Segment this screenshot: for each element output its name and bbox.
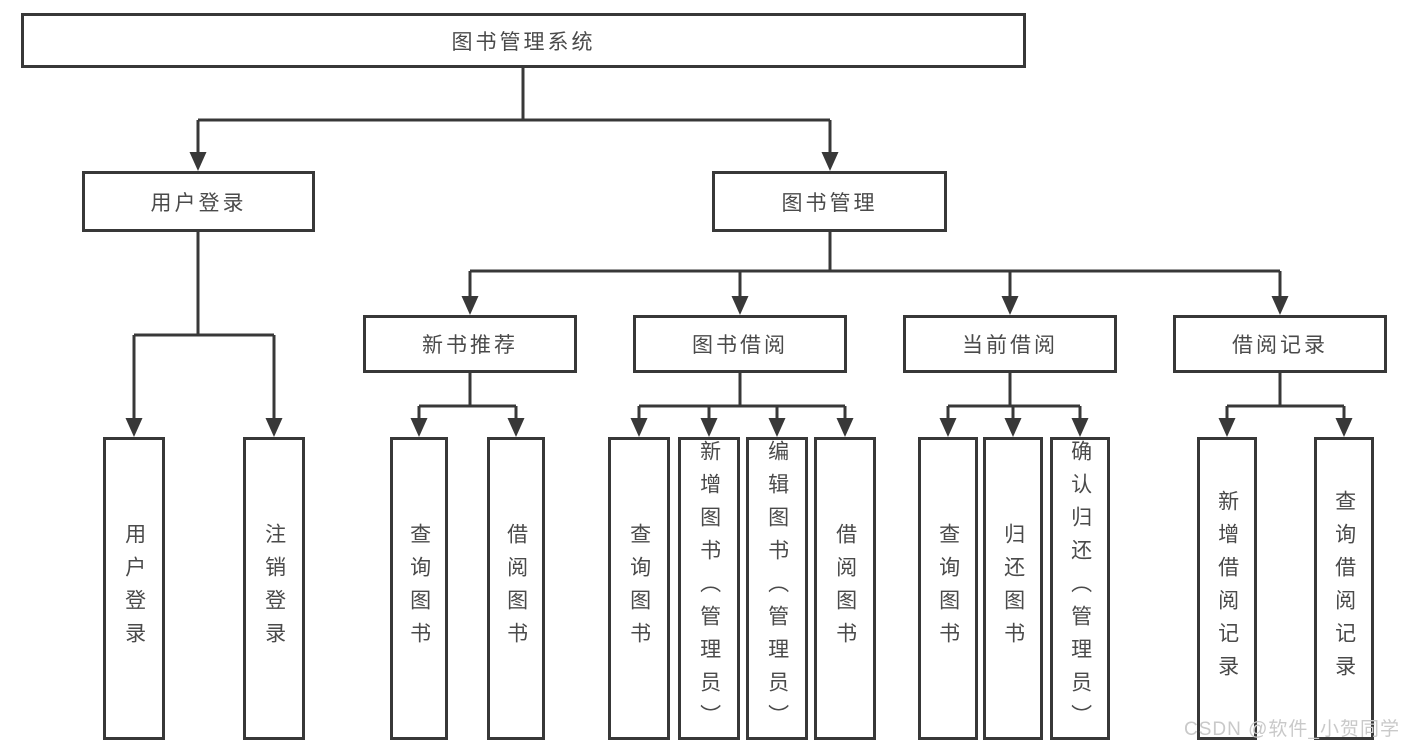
node-new-book-recommendation: 新书推荐 — [363, 315, 577, 373]
arrow-icon — [768, 418, 786, 437]
arrow-icon — [939, 418, 957, 437]
leaf-logout: 注销登录 — [243, 437, 305, 740]
arrow-icon — [630, 418, 648, 437]
leaf-query-books-current: 查询图书 — [918, 437, 978, 740]
arrow-icon — [189, 152, 207, 171]
leaf-add-books-admin-label: 新增图书（管理员） — [697, 440, 721, 737]
node-current-borrowing: 当前借阅 — [903, 315, 1117, 373]
watermark: CSDN @软件_小贺同学 — [1184, 719, 1400, 740]
node-borrowing-records: 借阅记录 — [1173, 315, 1387, 373]
leaf-borrow-books: 借阅图书 — [814, 437, 876, 740]
leaf-borrow-books-label: 借阅图书 — [833, 522, 857, 655]
node-current-borrowing-label: 当前借阅 — [962, 334, 1058, 357]
arrow-icon — [1271, 296, 1289, 315]
connector-book-management — [468, 232, 1282, 300]
leaf-user-login-label: 用户登录 — [122, 522, 146, 655]
leaf-add-borrow-record: 新增借阅记录 — [1197, 437, 1257, 740]
arrow-icon — [410, 418, 428, 437]
arrow-icon — [1071, 418, 1089, 437]
connector-book-borrowing — [637, 373, 847, 422]
arrow-icon — [1335, 418, 1353, 437]
arrow-icon — [836, 418, 854, 437]
leaf-borrow-books-recommend-label: 借阅图书 — [504, 522, 528, 655]
leaf-query-books-recommend-label: 查询图书 — [407, 522, 431, 655]
leaf-query-books-recommend: 查询图书 — [390, 437, 448, 740]
leaf-query-borrow-record: 查询借阅记录 — [1314, 437, 1374, 740]
node-new-book-recommendation-label: 新书推荐 — [422, 334, 518, 357]
node-borrowing-records-label: 借阅记录 — [1232, 334, 1328, 357]
node-book-borrowing: 图书借阅 — [633, 315, 847, 373]
node-library-system-label: 图书管理系统 — [451, 30, 596, 54]
arrow-icon — [461, 296, 479, 315]
leaf-query-borrow-record-label: 查询借阅记录 — [1332, 489, 1356, 688]
leaf-confirm-return-admin-label: 确认归还（管理员） — [1068, 440, 1092, 737]
leaf-return-books: 归还图书 — [983, 437, 1043, 740]
leaf-query-books-current-label: 查询图书 — [936, 522, 960, 655]
leaf-user-login: 用户登录 — [103, 437, 165, 740]
leaf-add-books-admin: 新增图书（管理员） — [678, 437, 740, 740]
connector-user-login — [132, 232, 276, 422]
node-user-login-label: 用户登录 — [150, 191, 247, 215]
leaf-confirm-return-admin: 确认归还（管理员） — [1050, 437, 1110, 740]
arrow-icon — [700, 418, 718, 437]
node-user-login: 用户登录 — [82, 171, 315, 232]
connector-current-borrowing — [946, 373, 1082, 422]
arrow-icon — [265, 418, 283, 437]
leaf-edit-books-admin-label: 编辑图书（管理员） — [765, 440, 789, 737]
leaf-query-books-borrowing-label: 查询图书 — [627, 522, 651, 655]
node-library-system: 图书管理系统 — [21, 13, 1026, 68]
leaf-query-books-borrowing: 查询图书 — [608, 437, 670, 740]
connector-new-book — [417, 373, 518, 422]
node-book-borrowing-label: 图书借阅 — [692, 334, 788, 357]
arrow-icon — [1001, 296, 1019, 315]
leaf-add-borrow-record-label: 新增借阅记录 — [1215, 489, 1239, 688]
connector-root — [196, 68, 832, 156]
leaf-borrow-books-recommend: 借阅图书 — [487, 437, 545, 740]
arrow-icon — [1218, 418, 1236, 437]
arrow-icon — [821, 152, 839, 171]
node-book-management: 图书管理 — [712, 171, 947, 232]
arrow-icon — [731, 296, 749, 315]
connector-borrowing-records — [1225, 373, 1346, 422]
arrow-icon — [1004, 418, 1022, 437]
leaf-edit-books-admin: 编辑图书（管理员） — [746, 437, 808, 740]
node-book-management-label: 图书管理 — [781, 191, 878, 215]
leaf-return-books-label: 归还图书 — [1001, 522, 1025, 655]
arrow-icon — [507, 418, 525, 437]
arrow-icon — [125, 418, 143, 437]
leaf-logout-label: 注销登录 — [262, 522, 286, 655]
